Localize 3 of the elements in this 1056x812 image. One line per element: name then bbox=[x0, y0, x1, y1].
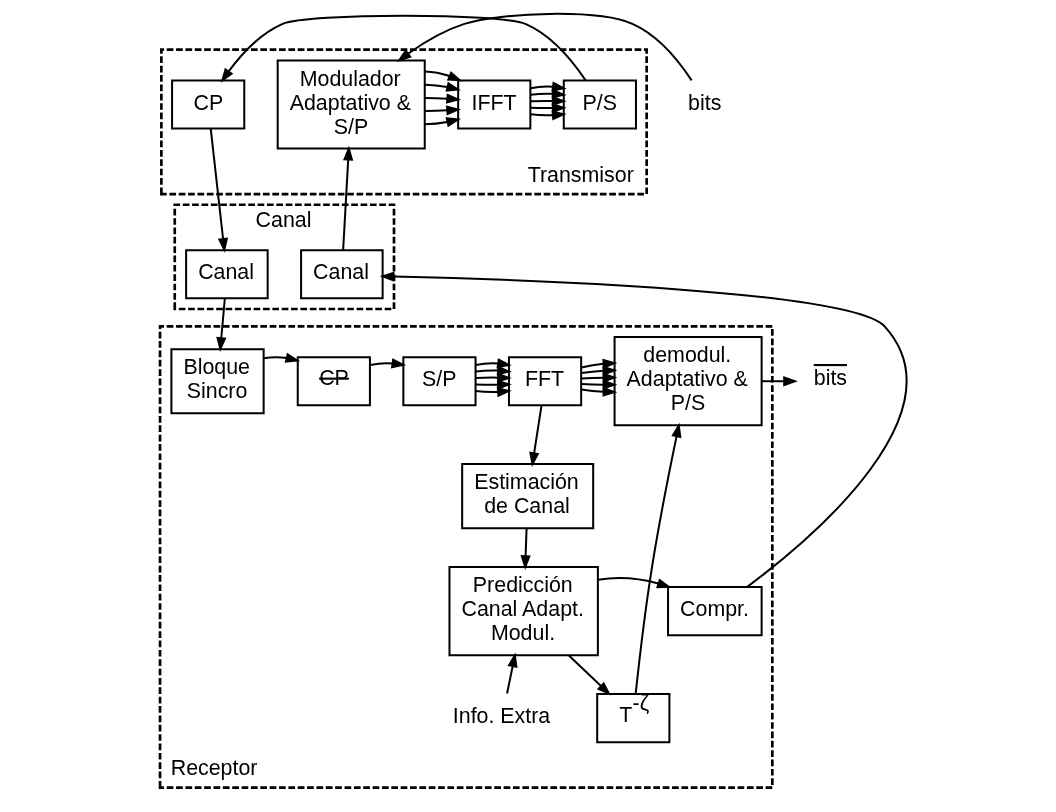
node-text: bits bbox=[813, 365, 848, 390]
node-text: Info. Extra bbox=[452, 704, 551, 729]
node-text: bits bbox=[688, 90, 722, 115]
